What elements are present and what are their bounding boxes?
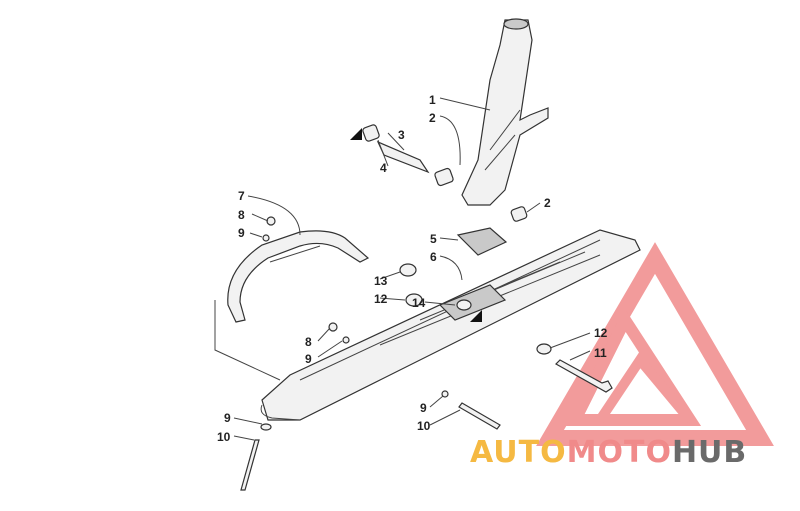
- nut-8b: [328, 322, 338, 332]
- ski-assembly: [260, 229, 641, 421]
- bolt-10a: [458, 402, 501, 430]
- washer-9a: [262, 234, 270, 242]
- washer-9d: [260, 423, 272, 431]
- handle-attach-line: [214, 300, 281, 381]
- logo-m-stroke: [595, 351, 694, 424]
- bolt-11: [555, 359, 613, 393]
- bushing-14: [456, 299, 472, 311]
- spindle-braces: [484, 109, 521, 171]
- ski-handle-loop: [227, 230, 370, 323]
- bolt-10b: [240, 439, 260, 491]
- callout-7: 7: [238, 189, 245, 203]
- callout-1: 1: [429, 93, 436, 107]
- washer-9b: [342, 336, 350, 344]
- watermark-auto: AUTO: [470, 435, 567, 470]
- spindle-top: [503, 18, 529, 30]
- nut-13: [399, 263, 417, 277]
- handle-body: [227, 230, 370, 323]
- washer-12b: [536, 343, 552, 355]
- washer-9c: [441, 390, 449, 398]
- callout-3: 3: [398, 128, 405, 142]
- callout-10b: 10: [217, 430, 231, 444]
- callout-4: 4: [380, 161, 387, 175]
- callout-9d: 9: [224, 411, 231, 425]
- callout-13: 13: [374, 274, 388, 288]
- callout-8a: 8: [238, 208, 245, 222]
- watermark-hub: HUB: [672, 435, 747, 470]
- callout-8b: 8: [305, 335, 312, 349]
- callout-12b: 12: [594, 326, 608, 340]
- leader-lines: [214, 97, 591, 441]
- arrow-marker-left: [350, 128, 362, 140]
- ski-saddle: [438, 284, 507, 321]
- callout-9c: 9: [420, 401, 427, 415]
- spindle-body: [461, 19, 549, 206]
- ski-runner: [260, 404, 301, 421]
- callout-12a: 12: [374, 292, 388, 306]
- damper-block: [456, 227, 508, 256]
- watermark-text: AUTOMOTOHUB: [470, 435, 747, 470]
- handle-logo-band: [269, 245, 321, 263]
- callout-6: 6: [430, 250, 437, 264]
- logo-inner-triangle: [565, 307, 702, 426]
- fasteners: [240, 124, 613, 491]
- callout-11: 11: [594, 346, 607, 360]
- callout-2: 2: [429, 111, 436, 125]
- bushing-right: [510, 206, 528, 222]
- watermark-logo: [536, 242, 774, 446]
- nut-8a: [266, 216, 276, 226]
- callout-labels: 1 2 3 4 2 7 8 9 5 6 13 12 14 8 9 12 11 9…: [217, 93, 608, 444]
- callout-2b: 2: [544, 196, 551, 210]
- callout-9b: 9: [305, 352, 312, 366]
- callout-5: 5: [430, 232, 437, 246]
- spindle: [461, 18, 549, 206]
- bushing-left: [362, 124, 380, 142]
- callout-14: 14: [412, 296, 426, 310]
- logo-outer-triangle: [536, 242, 774, 446]
- watermark-moto: MOTO: [567, 435, 672, 470]
- callout-9a: 9: [238, 226, 245, 240]
- callout-10a: 10: [417, 419, 431, 433]
- bushing-upper: [434, 167, 454, 187]
- arrow-marker-center: [470, 310, 482, 322]
- washer-12a: [405, 293, 423, 307]
